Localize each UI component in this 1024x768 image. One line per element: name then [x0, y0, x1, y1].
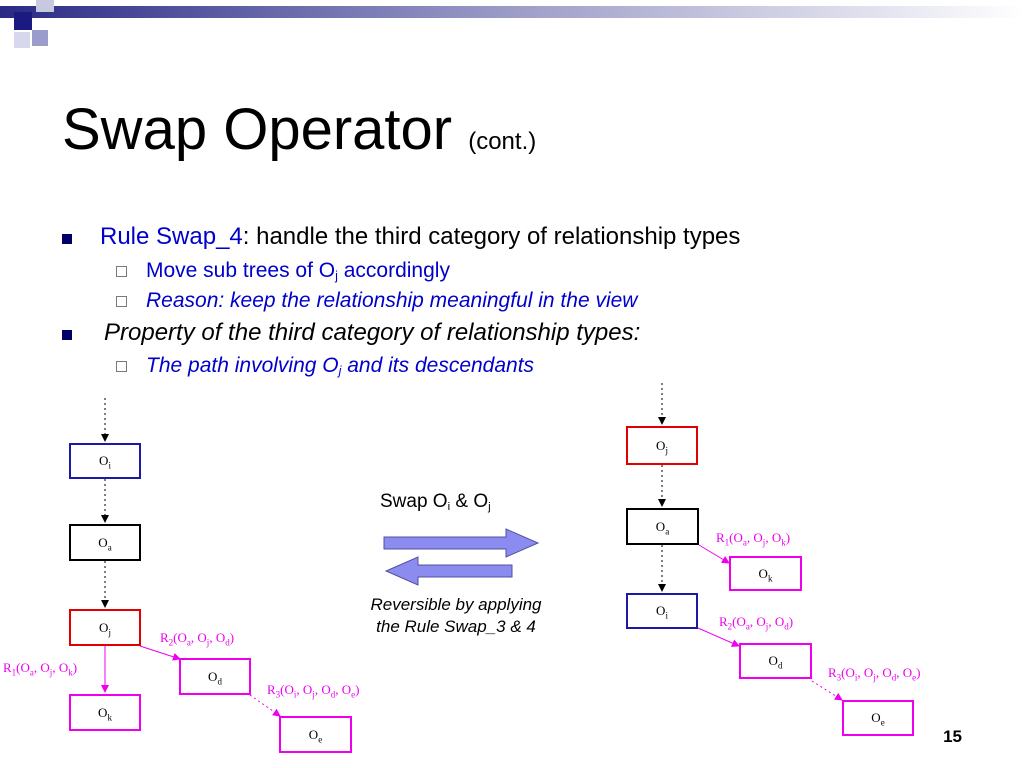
title-sub: (cont.) [468, 128, 537, 155]
relation-label-r1-right: R1(Oa, Oj, Ok) [716, 530, 791, 548]
edge-oj-od-left [139, 645, 181, 661]
corner-square-dark [14, 12, 32, 30]
bullet-1a-sub: j [335, 269, 338, 283]
swap-label: Swap Oi & Oj [380, 491, 491, 513]
bullet-1a-pre: Move sub trees of O [146, 259, 336, 282]
node-oj-right: Oj [626, 426, 698, 465]
node-oa-right: Oa [626, 508, 699, 545]
node-ok-right: Ok [729, 556, 802, 591]
node-oi-right: Oi [626, 593, 698, 629]
node-oj-left: Oj [69, 609, 141, 646]
bullet-2a-post: and its descendants [341, 354, 535, 377]
relation-label-r3-right: R3(Oi, Oj, Od, Oe) [828, 665, 921, 683]
page-number: 15 [943, 727, 962, 746]
corner-decoration [0, 0, 1024, 48]
bullet-1b: Reason: keep the relationship meaningful… [116, 288, 637, 314]
edge-od-oe-left [249, 694, 281, 717]
backward-arrow-icon [384, 556, 513, 586]
bullet-1b-text: Reason: keep the relationship meaningful… [146, 289, 638, 312]
node-oe-right: Oe [842, 700, 914, 736]
node-oe-left: Oe [279, 716, 352, 753]
bullet-2a-sub: j [338, 364, 342, 378]
bullet-1a-post: accordingly [337, 259, 450, 282]
corner-square-light [36, 0, 54, 12]
relation-label-r3-left: R3(Oi, Oj, Od, Oe) [267, 682, 360, 700]
title-main: Swap Operator [62, 97, 453, 162]
relation-label-r1-left: R1(Oa, Oj, Ok) [3, 660, 78, 678]
corner-square-pale [14, 32, 30, 48]
reversible-line-1: Reversible by applying [370, 595, 542, 614]
edge-oi-od-right [697, 627, 740, 647]
reversible-line-2: the Rule Swap_3 & 4 [376, 617, 536, 636]
reversible-note: Reversible by applying the Rule Swap_3 &… [336, 594, 576, 638]
node-od-right: Od [739, 643, 812, 679]
bullet-1-text: : handle the third category of relations… [242, 223, 741, 250]
edge-oa-ok-right [698, 544, 730, 564]
bullet-2a-pre: The path involving O [146, 354, 339, 377]
bullet-1a: Move sub trees of Oj accordingly [116, 258, 450, 289]
hollow-square-bullet-icon [116, 266, 127, 277]
node-oa-left: Oa [69, 524, 141, 561]
relation-label-r2-right: R2(Oa, Oj, Od) [719, 614, 794, 632]
square-bullet-icon [62, 330, 72, 340]
slide-title: Swap Operator (cont.) [62, 98, 536, 174]
corner-square-mid [32, 30, 48, 46]
bullet-2a: The path involving Oj and its descendant… [116, 353, 534, 384]
square-bullet-icon [62, 234, 72, 244]
relation-label-r2-left: R2(Oa, Oj, Od) [160, 630, 235, 648]
edge-od-oe-right [811, 680, 843, 701]
bullet-2: Property of the third category of relati… [62, 318, 640, 348]
bullet-2-text: Property of the third category of relati… [104, 319, 641, 346]
hollow-square-bullet-icon [116, 296, 127, 307]
forward-arrow-icon [383, 528, 540, 558]
node-od-left: Od [179, 658, 251, 695]
bullet-1: Rule Swap_4: handle the third category o… [62, 222, 740, 252]
hollow-square-bullet-icon [116, 361, 127, 372]
rule-name: Rule Swap_4 [100, 223, 243, 250]
node-ok-left: Ok [69, 694, 141, 731]
node-oi-left: Oi [69, 443, 141, 479]
header-gradient-bar [0, 6, 1024, 18]
